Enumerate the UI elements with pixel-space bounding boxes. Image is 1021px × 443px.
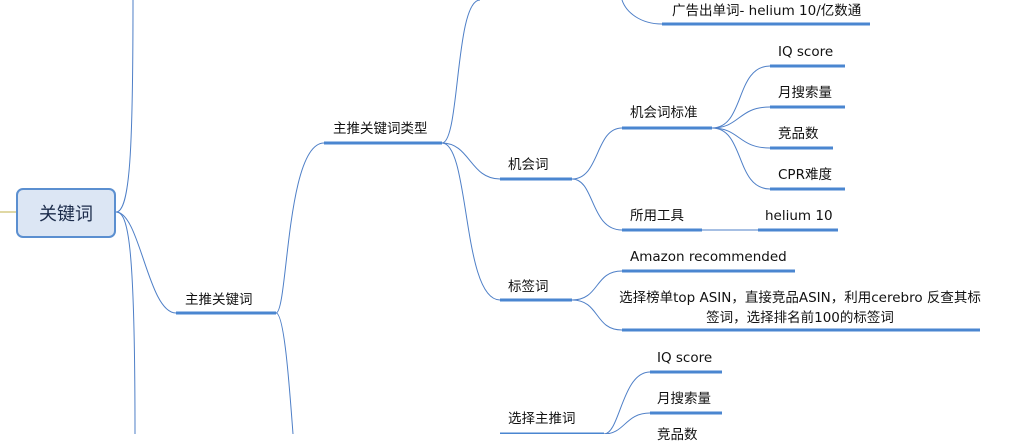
node-amazon-recommended[interactable]: Amazon recommended <box>630 249 787 265</box>
node-ad-keywords[interactable]: 广告出单词- helium 10/亿数通 <box>672 3 862 19</box>
node-partial-cut[interactable]: 竞品数 <box>657 427 698 443</box>
node-xuanze[interactable]: 选择主推词 <box>508 411 576 427</box>
node-competitors[interactable]: 竞品数 <box>778 126 819 142</box>
node-iq-score-2[interactable]: IQ score <box>657 350 713 366</box>
root-node-keywords[interactable]: 关键词 <box>16 188 116 238</box>
node-biaoqian[interactable]: 标签词 <box>508 279 549 295</box>
node-monthly-search-1[interactable]: 月搜索量 <box>778 85 832 101</box>
node-cpr[interactable]: CPR难度 <box>778 167 832 183</box>
node-monthly-search-2[interactable]: 月搜索量 <box>657 391 711 407</box>
node-jihui[interactable]: 机会词 <box>508 157 549 173</box>
mindmap-connectors <box>0 0 980 434</box>
node-iq-score-1[interactable]: IQ score <box>778 44 834 60</box>
node-tools[interactable]: 所用工具 <box>630 208 684 224</box>
node-zhutui-type[interactable]: 主推关键词类型 <box>333 121 428 137</box>
node-zhutui[interactable]: 主推关键词 <box>185 292 253 308</box>
node-jihui-std[interactable]: 机会词标准 <box>630 105 698 121</box>
node-asin-method[interactable]: 选择榜单top ASIN，直接竞品ASIN，利用cerebro 反查其标签词，选… <box>619 290 981 326</box>
node-helium[interactable]: helium 10 <box>765 208 833 224</box>
